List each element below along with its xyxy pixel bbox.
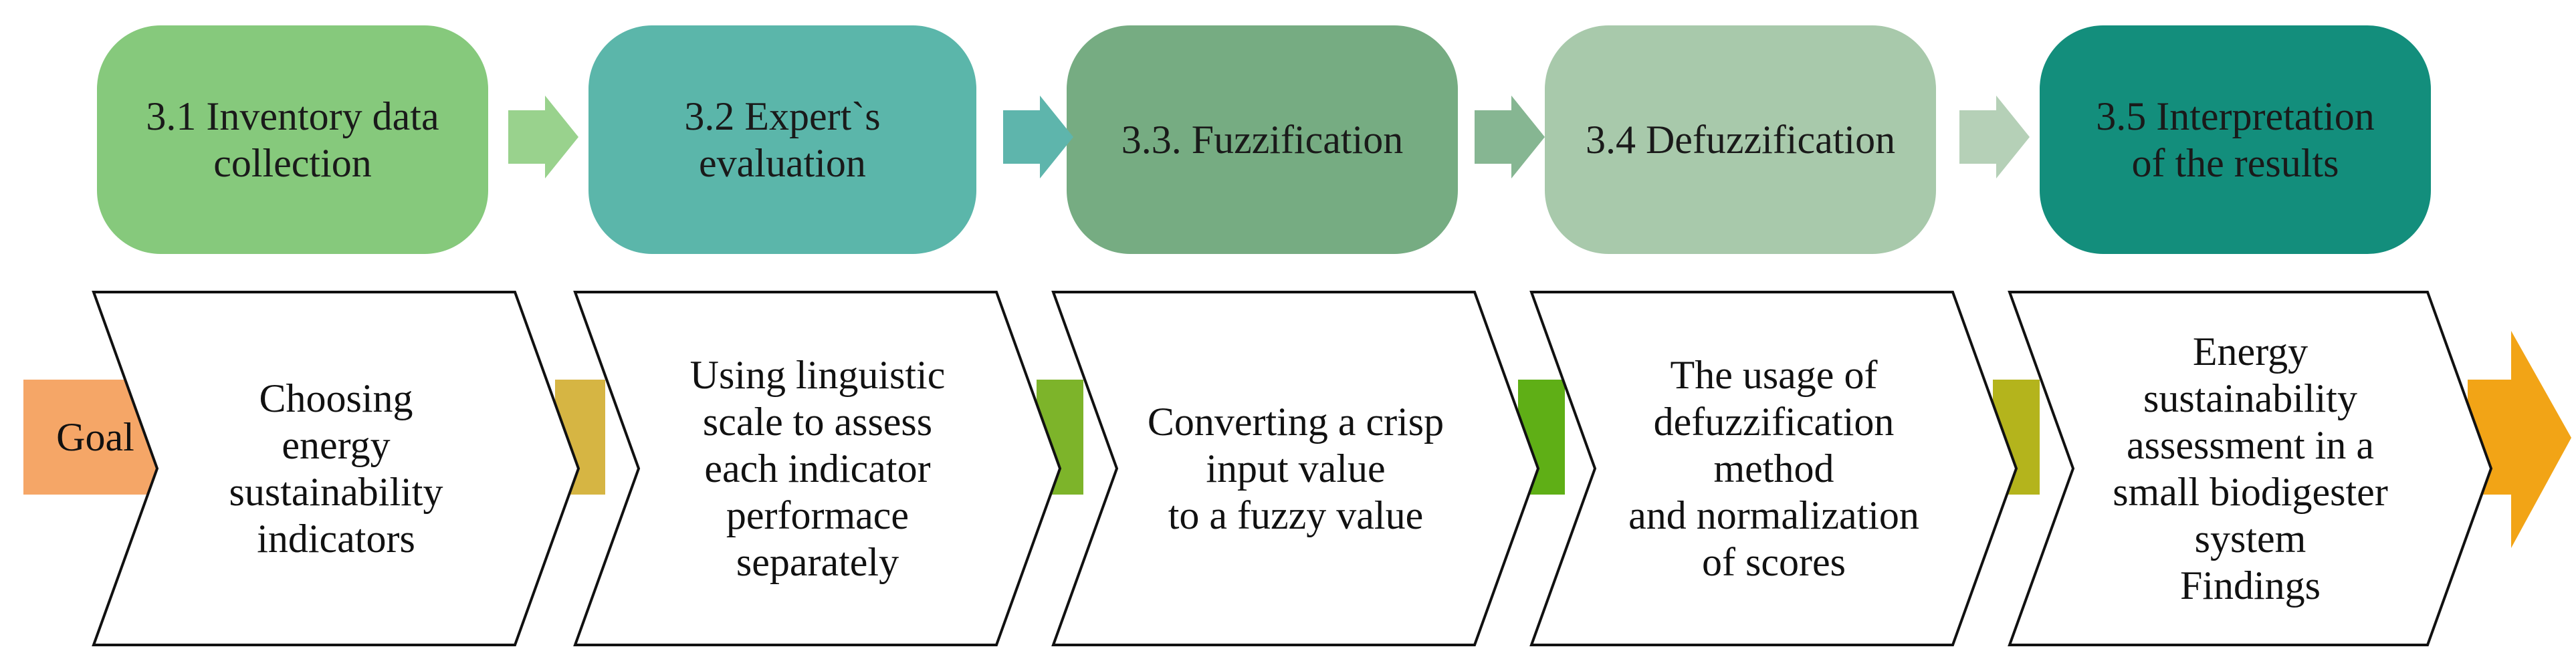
step-box-3 [1067,25,1458,254]
step-arrow-1 [508,96,578,178]
step-label-defuzzification: 3.4 Defuzzification [1585,118,1896,162]
phase-chevron-1 [92,291,580,646]
phase-chevrons [92,291,2493,646]
step-boxes [97,25,2431,254]
phase-text-crisp-to-fuzzy: Converting a crisp input value to a fuzz… [1147,400,1444,537]
step-box-2 [588,25,976,254]
step-label-expert-evaluation: 3.2 Expert`s evaluation [684,94,881,185]
step-label-interpretation: 3.5 Interpretation of the results [2096,94,2375,185]
phase-chevron-2 [573,291,1062,646]
phase-text-linguistic-scale: Using linguistic scale to assess each in… [689,353,946,584]
step-arrow-2 [1003,96,1073,178]
step-arrow-4 [1959,96,2030,178]
final-arrow [2468,331,2571,548]
phase-text-defuzzification-method: The usage of defuzzification method and … [1628,353,1919,584]
goal-label: Goal [56,414,134,459]
phase-chevron-5 [2008,291,2493,646]
phase-chevron-4 [1529,291,2018,646]
step-arrows [508,96,2030,178]
step-arrow-3 [1475,96,1545,178]
phase-text-choosing-indicators: Choosing energy sustainability indicator… [229,376,443,561]
step-box-4 [1545,25,1936,254]
phase-text-findings: Energy sustainability assessment in a sm… [2113,329,2388,608]
step-box-5 [2040,25,2431,254]
phase-chevron-3 [1051,291,1540,646]
step-label-inventory: 3.1 Inventory data collection [146,94,439,185]
step-box-1 [97,25,488,254]
step-label-fuzzification: 3.3. Fuzzification [1121,118,1404,162]
